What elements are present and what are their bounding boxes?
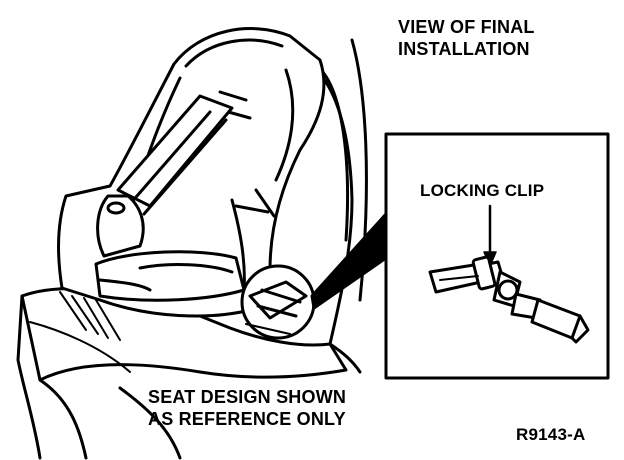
detail-inset [384, 132, 610, 380]
view-title-line2: INSTALLATION [398, 39, 530, 59]
locking-clip-label: LOCKING CLIP [420, 181, 545, 200]
figure-id: R9143-A [516, 425, 586, 444]
callout-connector [310, 212, 388, 310]
view-title-line1: VIEW OF FINAL [398, 17, 535, 37]
reference-note-line2: AS REFERENCE ONLY [148, 409, 346, 429]
view-title: VIEW OF FINAL INSTALLATION [398, 16, 535, 60]
reference-note: SEAT DESIGN SHOWN AS REFERENCE ONLY [148, 386, 346, 430]
reference-note-line1: SEAT DESIGN SHOWN [148, 387, 347, 407]
clip-location-circle [240, 264, 316, 340]
belt-with-locking-clip [428, 255, 590, 344]
